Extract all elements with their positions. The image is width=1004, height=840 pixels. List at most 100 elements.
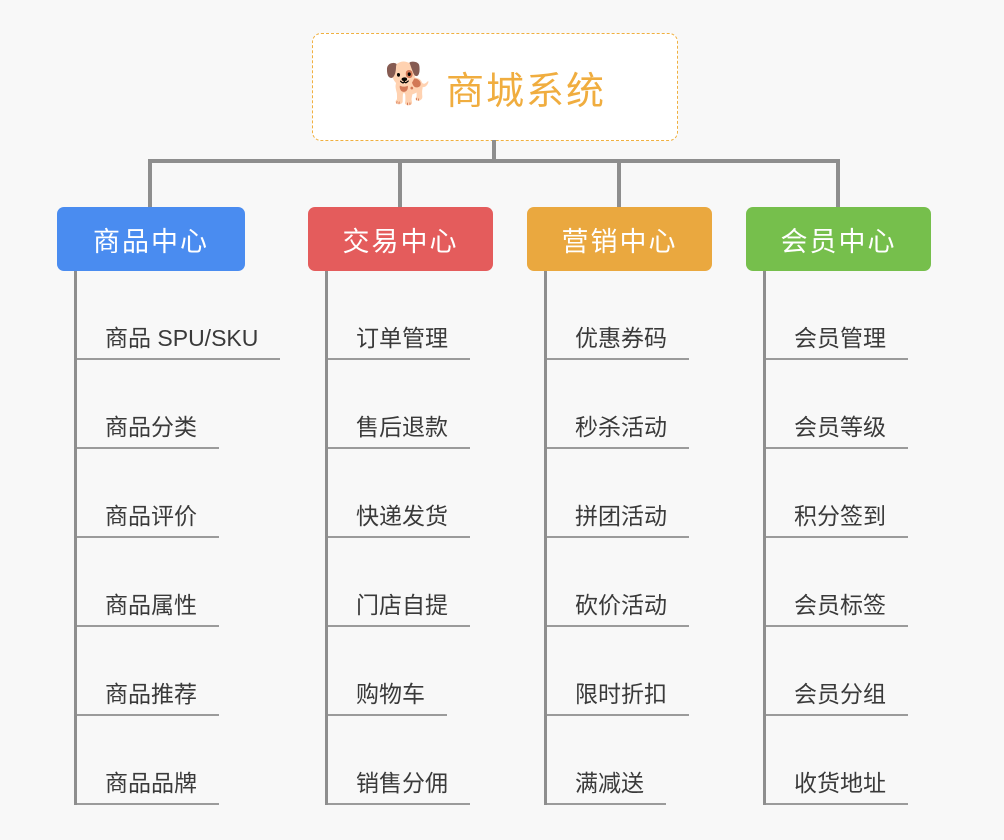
leaf-item-label: 拼团活动 [575,503,667,529]
category-label: 商品中心 [93,226,209,257]
branch-column-product-center: 商品中心商品 SPU/SKU 商品分类商品评价商品属性商品推荐商品品牌 [57,207,281,805]
connector-trunk-trade-center [325,271,328,805]
leaf-item-underline [328,536,470,538]
leaf-item-label: 积分签到 [794,503,886,529]
connector-trunk-marketing-center [544,271,547,805]
branch-column-trade-center: 交易中心订单管理售后退款快递发货门店自提购物车销售分佣 [308,207,493,805]
leaf-item-inner: 快递发货 [328,497,470,538]
leaf-item[interactable]: 优惠券码 [544,271,712,360]
leaf-item-underline [77,358,281,360]
leaf-item-label: 优惠券码 [575,325,667,351]
leaf-item[interactable]: 商品分类 [74,360,245,449]
leaf-item[interactable]: 快递发货 [325,449,493,538]
leaf-item-inner: 商品 SPU/SKU [77,319,281,360]
leaf-item[interactable]: 门店自提 [325,538,493,627]
leaf-item-underline [766,714,908,716]
leaf-item-underline [77,803,219,805]
leaf-item-inner: 商品推荐 [77,675,219,716]
leaf-item-underline [77,447,219,449]
leaf-item[interactable]: 商品评价 [74,449,245,538]
leaf-item-underline [328,625,470,627]
leaf-item-label: 满减送 [575,770,644,796]
leaf-item-inner: 会员分组 [766,675,908,716]
leaf-item-underline [328,358,470,360]
leaf-item-inner: 限时折扣 [547,675,689,716]
category-box-member-center[interactable]: 会员中心 [746,207,931,271]
leaf-item-inner: 积分签到 [766,497,908,538]
leaf-item-inner: 收货地址 [766,764,908,805]
category-box-marketing-center[interactable]: 营销中心 [527,207,712,271]
leaf-item-label: 秒杀活动 [575,414,667,440]
leaf-item-underline [547,536,689,538]
leaf-list-marketing-center: 优惠券码秒杀活动拼团活动砍价活动限时折扣满减送 [527,271,712,805]
leaf-item-inner: 售后退款 [328,408,470,449]
connector-trunk-member-center [763,271,766,805]
leaf-item[interactable]: 购物车 [325,627,493,716]
leaf-item-label: 会员分组 [794,681,886,707]
leaf-item-inner: 商品品牌 [77,764,219,805]
leaf-item[interactable]: 砍价活动 [544,538,712,627]
leaf-item-underline [328,803,470,805]
leaf-list-member-center: 会员管理会员等级积分签到会员标签会员分组收货地址 [746,271,931,805]
leaf-item-inner: 商品属性 [77,586,219,627]
category-box-product-center[interactable]: 商品中心 [57,207,245,271]
leaf-item-label: 商品属性 [105,592,197,618]
leaf-item-inner: 砍价活动 [547,586,689,627]
branch-column-member-center: 会员中心会员管理会员等级积分签到会员标签会员分组收货地址 [746,207,931,805]
leaf-item[interactable]: 商品属性 [74,538,245,627]
connector-trunk-product-center [74,271,77,805]
leaf-item[interactable]: 会员分组 [763,627,931,716]
leaf-item[interactable]: 商品 SPU/SKU [74,271,281,360]
leaf-item-inner: 会员等级 [766,408,908,449]
leaf-item[interactable]: 订单管理 [325,271,493,360]
connector-drop-4 [836,159,840,207]
leaf-item[interactable]: 收货地址 [763,716,931,805]
leaf-item-label: 会员等级 [794,414,886,440]
leaf-item-label: 商品 SPU/SKU [105,325,259,351]
leaf-item-underline [547,358,689,360]
leaf-item-inner: 会员管理 [766,319,908,360]
leaf-item-label: 会员管理 [794,325,886,351]
leaf-item-label: 限时折扣 [575,681,667,707]
leaf-item-underline [77,536,219,538]
leaf-item[interactable]: 拼团活动 [544,449,712,538]
leaf-item-inner: 商品评价 [77,497,219,538]
category-label: 交易中心 [342,226,459,257]
leaf-list-product-center: 商品 SPU/SKU 商品分类商品评价商品属性商品推荐商品品牌 [57,271,281,805]
leaf-item-label: 售后退款 [356,414,448,440]
leaf-item[interactable]: 满减送 [544,716,712,805]
leaf-item-label: 商品分类 [105,414,197,440]
leaf-item-inner: 销售分佣 [328,764,470,805]
leaf-item[interactable]: 售后退款 [325,360,493,449]
leaf-item-underline [547,714,689,716]
leaf-item[interactable]: 销售分佣 [325,716,493,805]
category-box-trade-center[interactable]: 交易中心 [308,207,493,271]
leaf-item-label: 商品品牌 [105,770,197,796]
leaf-item[interactable]: 限时折扣 [544,627,712,716]
leaf-item[interactable]: 会员等级 [763,360,931,449]
leaf-item-inner: 秒杀活动 [547,408,689,449]
leaf-item-inner: 优惠券码 [547,319,689,360]
root-node-label: 商城系统 [445,70,606,113]
leaf-item-inner: 会员标签 [766,586,908,627]
leaf-item[interactable]: 会员标签 [763,538,931,627]
leaf-item[interactable]: 商品推荐 [74,627,245,716]
category-label: 营销中心 [561,226,678,257]
connector-horizontal-bar [148,159,840,163]
leaf-item[interactable]: 会员管理 [763,271,931,360]
leaf-item-label: 购物车 [356,681,425,707]
leaf-item[interactable]: 积分签到 [763,449,931,538]
leaf-item-label: 商品评价 [105,503,197,529]
root-node[interactable]: 🐕 商城系统 [312,33,678,141]
leaf-item-underline [766,803,908,805]
leaf-item[interactable]: 商品品牌 [74,716,245,805]
leaf-item-label: 商品推荐 [105,681,197,707]
leaf-item-underline [766,358,908,360]
leaf-item[interactable]: 秒杀活动 [544,360,712,449]
leaf-item-underline [547,447,689,449]
leaf-item-underline [547,803,666,805]
leaf-item-underline [77,625,219,627]
connector-drop-1 [148,159,152,207]
leaf-item-label: 快递发货 [356,503,448,529]
